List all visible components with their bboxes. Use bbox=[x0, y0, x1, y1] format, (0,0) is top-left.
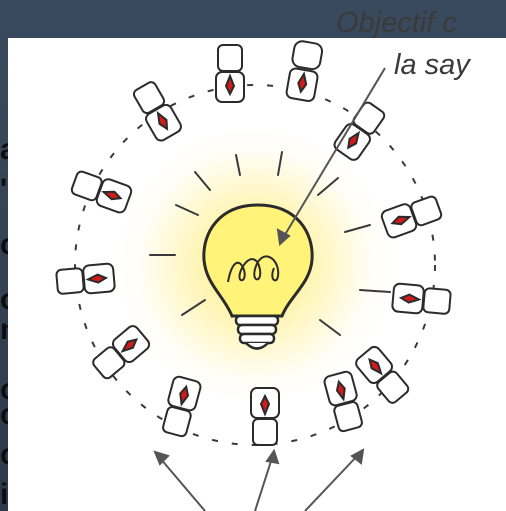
person-figure-icon bbox=[55, 262, 116, 295]
light-rays bbox=[149, 151, 391, 336]
lightbulb-icon bbox=[202, 203, 314, 350]
arrow-icon bbox=[254, 457, 273, 511]
arrow-head bbox=[153, 450, 170, 466]
arrow-head bbox=[276, 228, 291, 246]
person-figure-icon bbox=[132, 81, 182, 142]
arrow-icon bbox=[304, 454, 359, 511]
person-figures bbox=[55, 40, 452, 446]
person-figure-icon bbox=[92, 325, 151, 380]
arrow-head bbox=[350, 448, 365, 465]
person-figure-icon bbox=[215, 44, 245, 103]
person-figure-icon bbox=[162, 375, 202, 438]
person-figure-icon bbox=[391, 282, 452, 315]
objective-caption: Objectif c la say bbox=[336, 2, 506, 86]
person-figure-icon bbox=[355, 345, 410, 404]
arrow-icon bbox=[159, 457, 206, 511]
person-figure-icon bbox=[285, 40, 324, 102]
edge-letter: ' bbox=[0, 175, 8, 205]
person-figure-icon bbox=[70, 170, 133, 214]
caption-line-2: la say bbox=[394, 49, 470, 81]
person-figure-icon bbox=[250, 387, 280, 446]
person-figure-icon bbox=[323, 370, 363, 433]
person-figure-icon bbox=[333, 101, 386, 161]
edge-letter: i bbox=[0, 480, 9, 510]
arrow-icon bbox=[282, 67, 386, 239]
person-figure-icon bbox=[380, 195, 443, 239]
arrow-head bbox=[265, 448, 280, 465]
annotation-arrows bbox=[153, 67, 386, 511]
caption-line-1: Objectif c bbox=[336, 7, 457, 39]
